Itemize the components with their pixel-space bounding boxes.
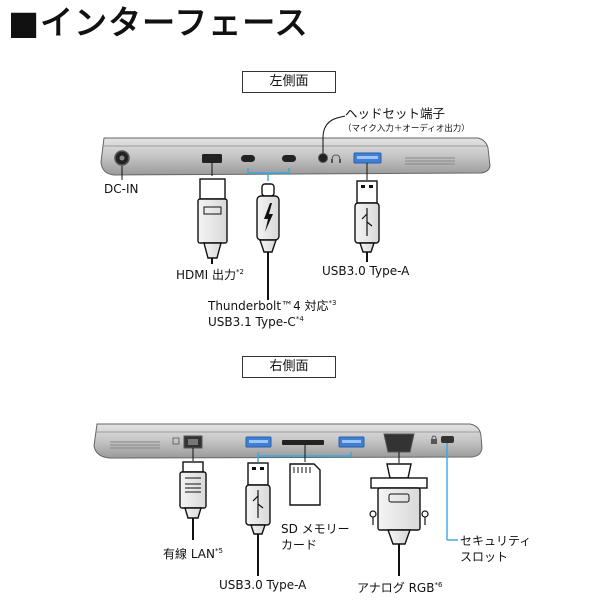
thunderbolt-label: Thunderbolt™4 対応*3 bbox=[208, 296, 337, 314]
usbc-label-text: USB3.1 Type-C bbox=[208, 315, 296, 329]
hdmi-plug bbox=[197, 178, 228, 264]
sd-slot bbox=[282, 440, 324, 462]
usb-a-port-left bbox=[353, 152, 382, 180]
headset-jack bbox=[318, 115, 346, 163]
lan-label: 有線 LAN*5 bbox=[163, 544, 223, 562]
rgb-label-text: アナログ RGB bbox=[357, 581, 435, 595]
security-slot bbox=[441, 436, 458, 541]
hdmi-label: HDMI 出力*2 bbox=[176, 265, 244, 283]
sd-label-line1: SD メモリー bbox=[281, 522, 350, 536]
section-right-label: 右側面 bbox=[242, 356, 336, 378]
hdmi-label-text: HDMI 出力 bbox=[176, 268, 236, 282]
thunderbolt-icon bbox=[264, 203, 273, 232]
thunderbolt-plug bbox=[256, 183, 280, 300]
security-label-line2: スロット bbox=[460, 550, 509, 564]
rgb-label: アナログ RGB*6 bbox=[357, 578, 442, 596]
security-label-line1: セキュリティ bbox=[460, 534, 532, 548]
rgb-plug bbox=[369, 463, 429, 576]
sd-label-line2: カード bbox=[281, 538, 318, 552]
usb-a-plug-right bbox=[245, 462, 271, 576]
sd-card-icon bbox=[289, 463, 321, 506]
usb-a-plug-left bbox=[354, 180, 380, 262]
hdmi-note: *2 bbox=[235, 268, 244, 276]
usb-a-right-label: USB3.0 Type-A bbox=[219, 578, 307, 592]
lan-icon bbox=[172, 437, 180, 445]
thunderbolt-note: *3 bbox=[328, 299, 337, 307]
page-title: ■インターフェース bbox=[8, 3, 309, 42]
usbc-note: *4 bbox=[295, 315, 304, 323]
lan-note: *5 bbox=[214, 547, 223, 555]
dc-in-port bbox=[114, 150, 130, 180]
lan-port bbox=[183, 435, 203, 461]
section-left-label: 左側面 bbox=[242, 71, 336, 93]
lock-icon bbox=[431, 435, 437, 444]
dc-in-label: DC-IN bbox=[104, 182, 139, 196]
lan-label-text: 有線 LAN bbox=[163, 547, 215, 561]
thunderbolt-label-text: Thunderbolt™4 対応 bbox=[208, 299, 329, 313]
headset-title-label: ヘッドセット端子 bbox=[345, 106, 446, 121]
hdmi-port bbox=[202, 154, 222, 176]
lan-plug bbox=[179, 461, 207, 540]
usb-a-left-label: USB3.0 Type-A bbox=[322, 264, 410, 278]
headset-sub-label: （マイク入力＋オーディオ出力） bbox=[343, 124, 470, 134]
headset-icon bbox=[331, 154, 341, 163]
thunderbolt-ports bbox=[241, 155, 296, 181]
rgb-port bbox=[383, 433, 415, 463]
usbc-label: USB3.1 Type-C*4 bbox=[208, 312, 304, 330]
usb-a-ports-right bbox=[245, 436, 365, 462]
rgb-note: *6 bbox=[434, 581, 443, 589]
left-side-laptop-body bbox=[100, 137, 491, 176]
